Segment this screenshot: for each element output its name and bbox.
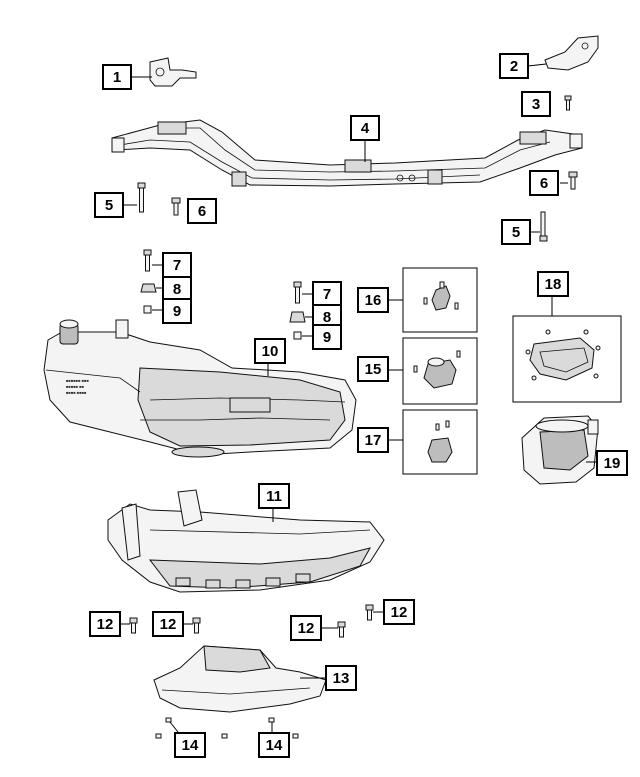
svg-text:15: 15 — [365, 361, 382, 378]
callout-12-c: 12 — [290, 615, 322, 641]
svg-text:■■■■ ■■■■: ■■■■ ■■■■ — [66, 390, 87, 395]
part-5-bolt-drawing-left — [137, 182, 146, 213]
callout-16: 16 — [357, 287, 389, 313]
callout-19: 19 — [596, 450, 628, 476]
svg-text:14: 14 — [182, 737, 199, 754]
svg-text:12: 12 — [160, 616, 177, 633]
parts-7-8-9-hardware-right — [289, 281, 306, 340]
svg-text:13: 13 — [333, 670, 350, 687]
callout-4: 4 — [350, 115, 380, 141]
svg-text:8: 8 — [323, 309, 331, 326]
inset-18-component — [512, 315, 622, 403]
svg-text:14: 14 — [266, 737, 283, 754]
part-12-bolts — [129, 604, 374, 638]
svg-text:9: 9 — [173, 303, 181, 320]
svg-text:6: 6 — [540, 175, 548, 192]
svg-text:12: 12 — [97, 616, 114, 633]
svg-text:10: 10 — [262, 343, 279, 360]
leader-2 — [527, 63, 547, 67]
part-3-bolt-drawing — [564, 95, 572, 111]
callout-5-left: 5 — [94, 192, 124, 218]
svg-text:19: 19 — [604, 455, 621, 472]
part-5-bolt-drawing-right — [539, 211, 548, 242]
parts-7-8-9-hardware-left — [140, 249, 157, 314]
callout-17: 17 — [357, 427, 389, 453]
svg-text:12: 12 — [391, 604, 408, 621]
svg-text:7: 7 — [323, 286, 331, 303]
part-11-skid-plate-drawing — [107, 489, 385, 593]
callout-3: 3 — [521, 91, 551, 117]
svg-text:5: 5 — [105, 197, 113, 214]
svg-text:■■■■■■ ■■■: ■■■■■■ ■■■ — [66, 378, 89, 383]
part-10-fuel-tank-drawing: ■■■■■■ ■■■ ■■■■■ ■■ ■■■■ ■■■■ — [43, 319, 357, 458]
callout-2: 2 — [499, 53, 529, 79]
svg-text:■■■■■ ■■: ■■■■■ ■■ — [66, 384, 85, 389]
callout-5-right: 5 — [501, 219, 531, 245]
callout-6-left: 6 — [187, 198, 217, 224]
callout-15: 15 — [357, 356, 389, 382]
callout-1: 1 — [102, 64, 132, 90]
callout-11: 11 — [258, 483, 290, 509]
callout-8-left: 8 — [162, 276, 192, 302]
part-6-bolt-drawing-left — [171, 197, 181, 216]
callout-9-left: 9 — [162, 298, 192, 324]
svg-text:4: 4 — [361, 120, 370, 137]
callout-14-b: 14 — [258, 732, 290, 758]
inset-15-component — [402, 337, 478, 405]
svg-text:17: 17 — [365, 432, 382, 449]
svg-text:16: 16 — [365, 292, 382, 309]
callout-12-a: 12 — [89, 611, 121, 637]
part-2-bracket-drawing — [544, 35, 599, 71]
callout-12-b: 12 — [152, 611, 184, 637]
svg-text:1: 1 — [113, 69, 121, 86]
callout-7-left: 7 — [162, 252, 192, 278]
part-1-bracket-drawing — [149, 57, 197, 87]
svg-text:12: 12 — [298, 620, 315, 637]
part-4-crossmember-drawing — [111, 119, 583, 187]
svg-text:2: 2 — [510, 58, 518, 75]
inset-17-component — [402, 409, 478, 475]
callout-7-right: 7 — [312, 281, 342, 307]
svg-text:9: 9 — [323, 329, 331, 346]
inset-16-component — [402, 267, 478, 333]
callout-10: 10 — [254, 338, 286, 364]
callout-18: 18 — [537, 271, 569, 297]
svg-text:6: 6 — [198, 203, 206, 220]
part-19-pump-module-drawing — [521, 415, 599, 485]
callout-14-a: 14 — [174, 732, 206, 758]
svg-text:8: 8 — [173, 281, 181, 298]
part-13-shield-drawing — [153, 645, 327, 713]
part-6-bolt-drawing-right — [568, 171, 578, 190]
part-14-clips — [155, 717, 299, 739]
callout-6-right: 6 — [529, 170, 559, 196]
svg-text:11: 11 — [266, 488, 282, 505]
svg-text:5: 5 — [512, 224, 520, 241]
svg-text:3: 3 — [532, 96, 540, 113]
callout-9-right: 9 — [312, 324, 342, 350]
callout-12-d: 12 — [383, 599, 415, 625]
svg-text:18: 18 — [545, 276, 562, 293]
svg-text:7: 7 — [173, 257, 181, 274]
callout-13: 13 — [325, 665, 357, 691]
